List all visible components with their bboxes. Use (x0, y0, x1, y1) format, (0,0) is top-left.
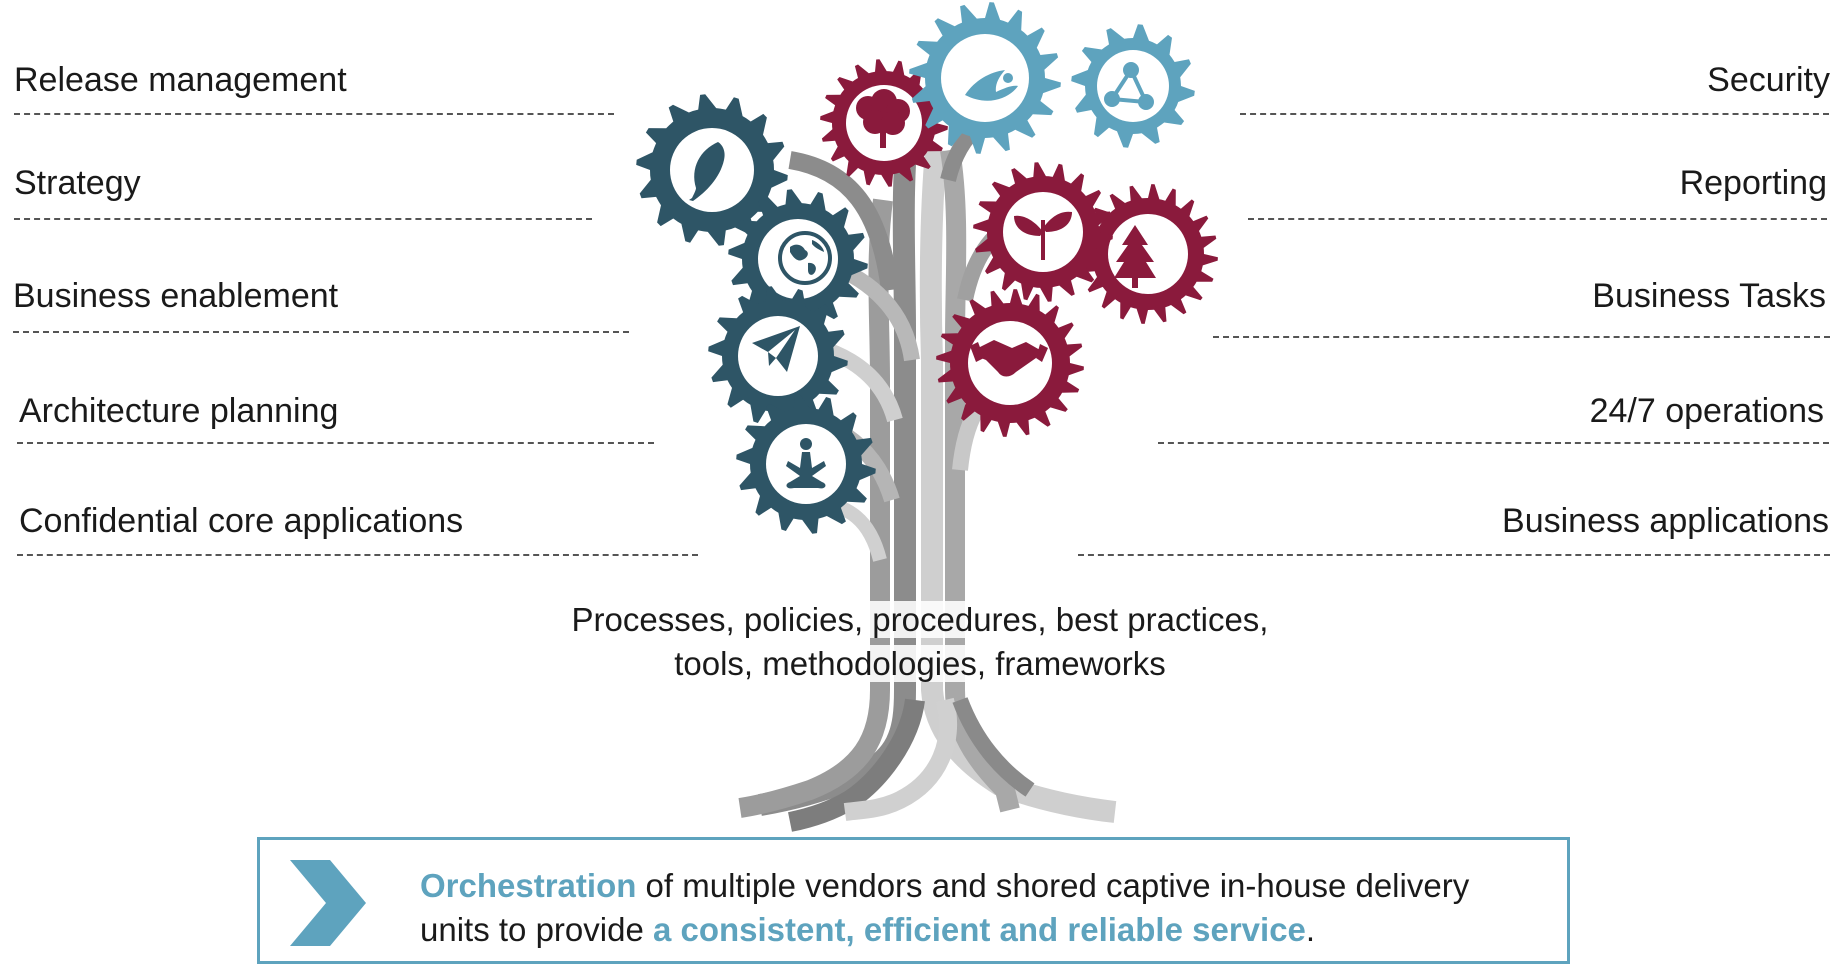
banner-text: Orchestration of multiple vendors and sh… (420, 864, 1537, 952)
chevron-right-icon (290, 860, 366, 946)
label-reporting: Reporting (1679, 164, 1827, 202)
orchestration-banner: Orchestration of multiple vendors and sh… (257, 837, 1570, 964)
sprout-icon (1014, 211, 1072, 260)
divider (13, 331, 629, 333)
label-business-applications: Business applications (1502, 502, 1829, 540)
banner-text-3: . (1305, 911, 1316, 948)
divider (1248, 218, 1827, 220)
feather-icon (689, 142, 725, 201)
banner-accent-orchestration: Orchestration (420, 867, 637, 904)
paper-plane-icon (752, 326, 800, 372)
dove-icon (965, 70, 1018, 101)
label-release-management: Release management (14, 61, 347, 99)
tree-icon (856, 89, 910, 148)
label-strategy: Strategy (14, 164, 141, 202)
foundation-line-2: tools, methodologies, frameworks (672, 645, 1168, 682)
meditation-icon (786, 438, 826, 489)
divider (1158, 442, 1829, 444)
label-business-enablement: Business enablement (13, 277, 339, 315)
banner-text-2: units to provide (420, 911, 653, 948)
label-business-tasks: Business Tasks (1592, 277, 1826, 315)
handshake-icon (970, 340, 1048, 377)
divider (1213, 336, 1830, 338)
tree-icon (1114, 225, 1156, 288)
label-24-7-operations: 24/7 operations (1589, 392, 1824, 430)
divider (14, 218, 592, 220)
foundation-text: Processes, policies, procedures, best pr… (470, 598, 1370, 686)
banner-accent-service: a consistent, efficient and reliable ser… (652, 911, 1306, 948)
divider (17, 442, 654, 444)
divider (1240, 113, 1829, 115)
divider (17, 554, 698, 556)
divider (14, 113, 614, 115)
divider (1078, 554, 1830, 556)
foundation-line-1: Processes, policies, procedures, best pr… (569, 601, 1271, 638)
globe-icon (778, 231, 832, 285)
label-security: Security (1707, 61, 1830, 99)
gear (1071, 24, 1195, 148)
label-confidential-core-applications: Confidential core applications (19, 502, 464, 540)
network-icon (1104, 62, 1154, 110)
banner-text-1: of multiple vendors and shored captive i… (636, 867, 1470, 904)
label-architecture-planning: Architecture planning (19, 392, 339, 430)
